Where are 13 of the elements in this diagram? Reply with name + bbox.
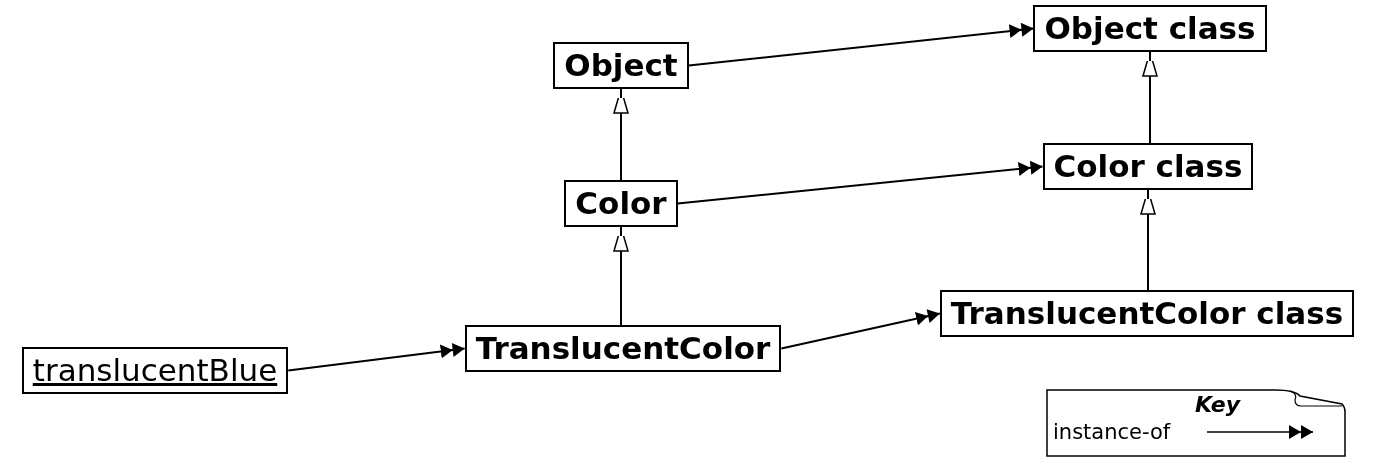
legend-label: instance-of [1053, 420, 1171, 444]
legend-title: Key [1195, 392, 1241, 417]
inheritance-arrow [1140, 189, 1156, 291]
inheritance-arrow [613, 226, 629, 326]
inheritance-arrow [613, 88, 629, 181]
class-box: TranslucentColor [464, 325, 782, 372]
class-box: Color [564, 180, 678, 227]
class-box: Color class [1042, 143, 1254, 190]
class-box: Object class [1033, 5, 1267, 52]
inheritance-arrow [1142, 51, 1158, 144]
class-box: Object [553, 42, 689, 89]
class-box: TranslucentColor class [939, 290, 1355, 337]
class-box: translucentBlue [21, 347, 289, 394]
